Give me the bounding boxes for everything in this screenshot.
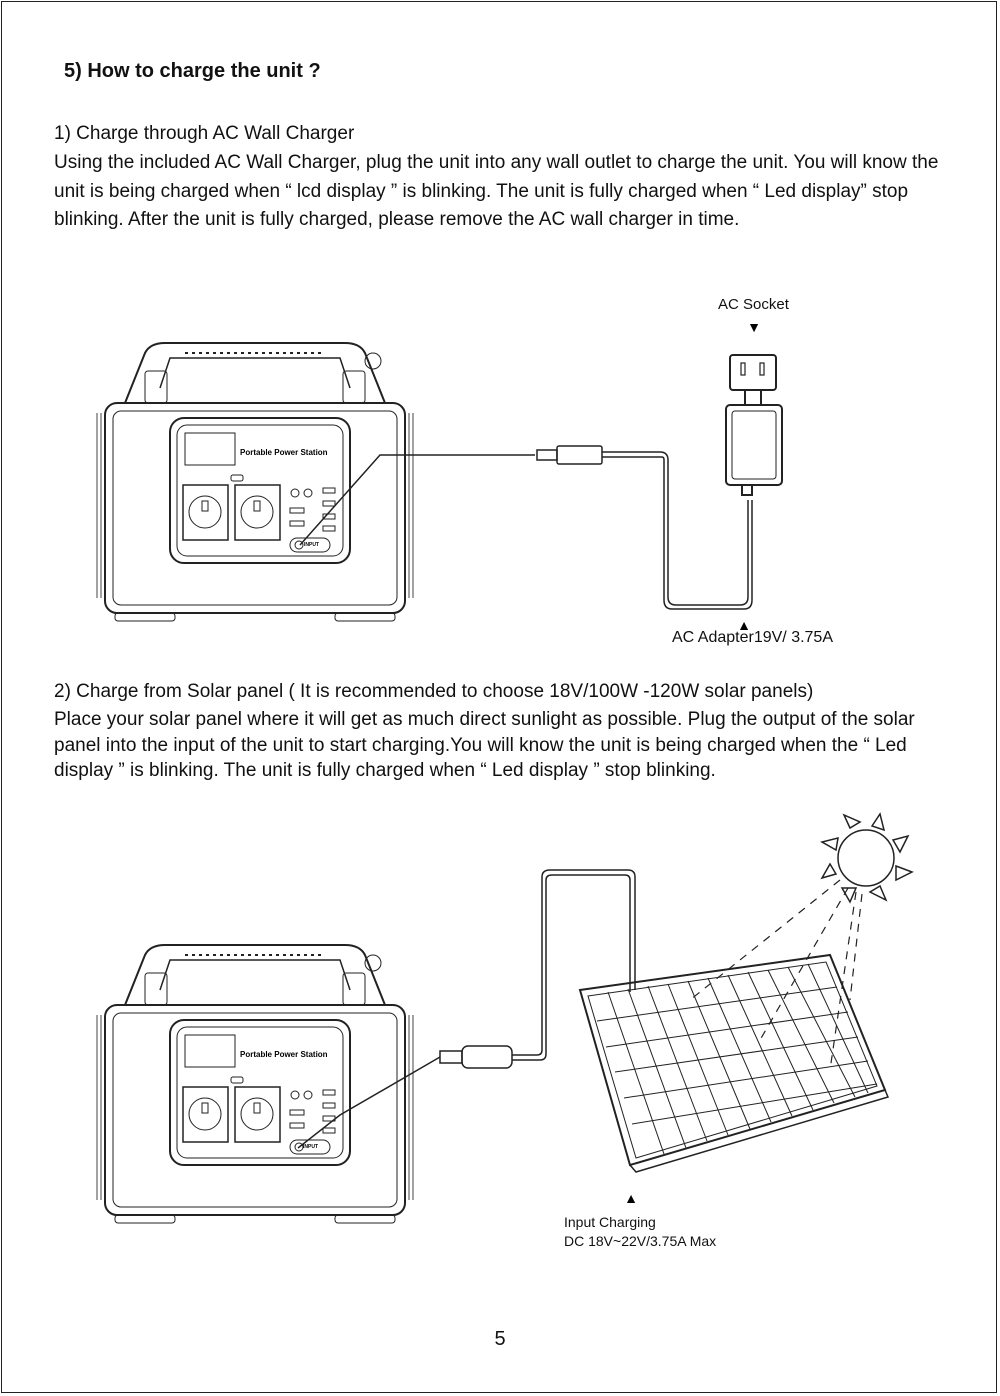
input-port-label-ac: INPUT — [304, 542, 319, 548]
solar-panel-illustration — [578, 953, 890, 1173]
ac-charging-heading: 1) Charge through AC Wall Charger — [54, 123, 355, 144]
ac-adapter-label: AC Adapter19V/ 3.75A — [672, 629, 833, 646]
ac-adapter-illustration — [725, 354, 783, 496]
ac-adapter-cable — [299, 445, 753, 610]
sun-icon — [820, 812, 914, 904]
unit-brand-text-solar: Portable Power Station — [240, 1050, 328, 1059]
ac-socket-arrow: ▼ — [747, 319, 761, 335]
input-charging-label: Input Charging — [564, 1214, 656, 1230]
input-charging-arrow: ▲ — [624, 1190, 638, 1206]
page-number: 5 — [494, 1328, 506, 1350]
section-title: 5) How to charge the unit ? — [64, 60, 321, 82]
input-charging-spec: DC 18V~22V/3.75A Max — [564, 1233, 717, 1249]
sunlight-rays — [689, 879, 863, 1071]
unit-brand-text-ac: Portable Power Station — [240, 448, 328, 457]
ac-charging-instructions: Using the included AC Wall Charger, plug… — [54, 152, 939, 230]
solar-charging-heading: 2) Charge from Solar panel ( It is recom… — [54, 681, 814, 702]
solar-charging-instructions: Place your solar panel where it will get… — [54, 709, 915, 781]
solar-panel-cable — [297, 869, 636, 1149]
ac-socket-label: AC Socket — [718, 296, 789, 313]
power-station-illustration-ac — [96, 342, 414, 622]
input-port-label-solar: INPUT — [303, 1144, 318, 1150]
ac-adapter-arrow: ▲ — [737, 617, 751, 633]
power-station-illustration-solar — [96, 944, 414, 1224]
